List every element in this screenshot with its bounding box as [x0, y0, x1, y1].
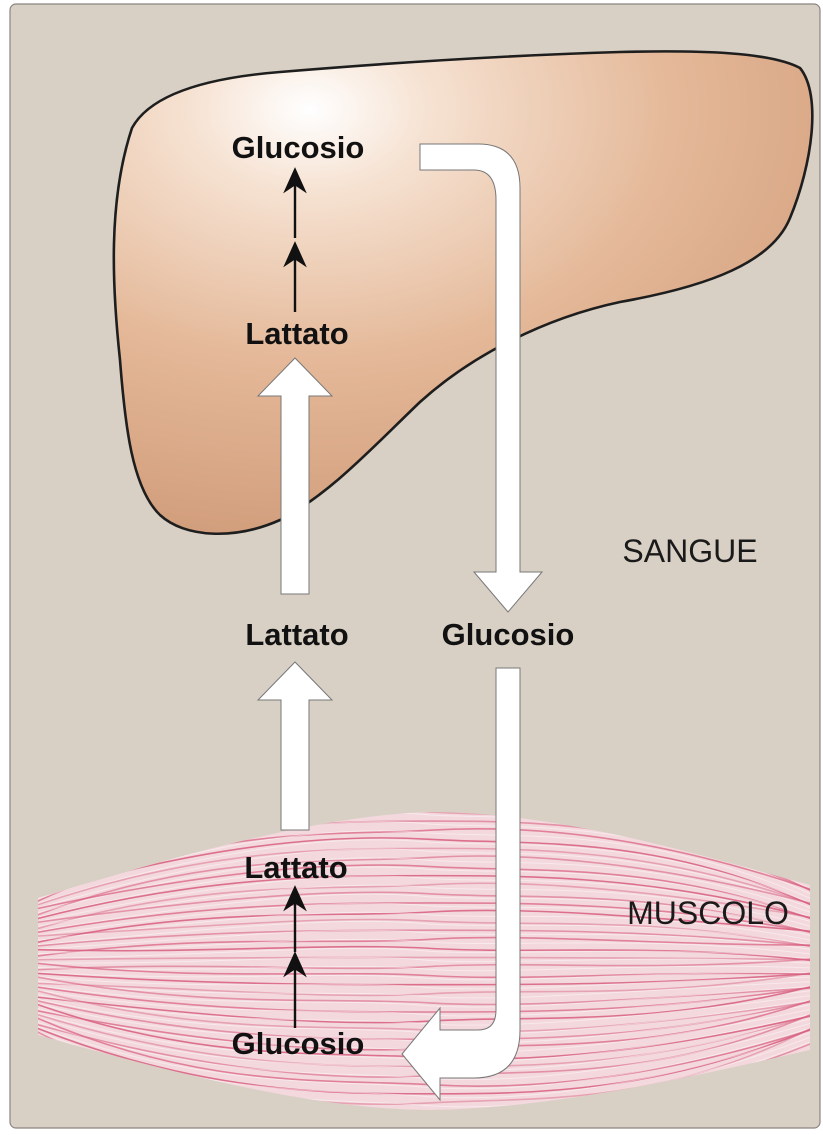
- muscle-region-label: MUSCOLO: [627, 895, 789, 931]
- muscle-lactate-label: Lattato: [244, 850, 347, 885]
- liver-glucose-label: Glucosio: [232, 130, 365, 165]
- blood-glucose-label: Glucosio: [442, 617, 575, 652]
- muscle-glucose-label: Glucosio: [232, 1026, 365, 1061]
- liver-lactate-label: Lattato: [245, 316, 348, 351]
- blood-lactate-label: Lattato: [245, 617, 348, 652]
- blood-region-label: SANGUE: [622, 533, 757, 569]
